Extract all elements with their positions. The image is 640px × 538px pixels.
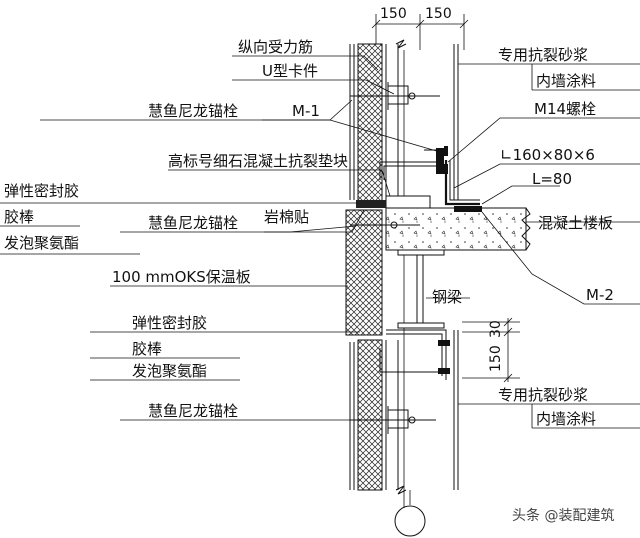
- floor-slab: [356, 148, 531, 329]
- dim-150-right: 150: [425, 6, 452, 22]
- steel-beam-flange-top: [397, 249, 445, 256]
- label-concrete-slab: 混凝土楼板: [538, 214, 613, 232]
- anchors: [350, 82, 450, 434]
- embed-plate-m2: [454, 206, 482, 212]
- label-u-clip: U型卡件: [262, 62, 318, 80]
- side-dimension: 150 30: [462, 317, 520, 383]
- slab-concrete: [385, 207, 527, 251]
- leaders-right: [426, 63, 640, 429]
- label-longitudinal-rebar: 纵向受力筋: [238, 38, 313, 56]
- label-steel-beam: 钢梁: [432, 288, 462, 306]
- label-angle-steel: ∟160×80×6: [500, 146, 595, 164]
- leaders-left: [0, 55, 441, 421]
- rock-wool-strip: [356, 200, 386, 208]
- steel-beam-web: [416, 254, 424, 326]
- label-anchor-top: 慧鱼尼龙锚栓: [148, 102, 238, 120]
- label-rod-bottom: 胶棒: [132, 340, 162, 358]
- label-pu-foam-top: 发泡聚氨酯: [4, 234, 79, 252]
- label-m14-bolt: M14螺栓: [534, 100, 596, 118]
- angle-steel: [444, 160, 480, 206]
- label-mortar-top: 专用抗裂砂浆: [498, 46, 588, 64]
- dim-150-side: 150: [488, 345, 504, 372]
- label-anchor-bottom: 慧鱼尼龙锚栓: [148, 402, 238, 420]
- watermark: 头条 @装配建筑: [512, 507, 614, 524]
- label-oks-board: 100 mmOKS保温板: [112, 268, 251, 286]
- steel-beam-flange-bottom: [397, 322, 445, 329]
- insulation-upper: [357, 43, 383, 205]
- dim-30-side: 30: [488, 320, 504, 338]
- label-anchor-mid: 慧鱼尼龙锚栓: [148, 214, 238, 232]
- label-l80: L=80: [532, 170, 572, 188]
- concrete-pad: [385, 195, 431, 209]
- label-rock-wool: 岩棉贴: [264, 208, 309, 226]
- embed-plate-m1: [436, 148, 444, 174]
- top-dimension: 150 150: [371, 6, 469, 50]
- label-fine-concrete-pad: 高标号细石混凝土抗裂垫块: [168, 152, 348, 170]
- insulation-middle: [345, 209, 383, 336]
- label-coating-bottom: 内墙涂料: [536, 410, 596, 428]
- label-rod-top: 胶棒: [4, 208, 34, 226]
- label-m1: M-1: [292, 102, 320, 120]
- label-mortar-bottom: 专用抗裂砂浆: [498, 386, 588, 404]
- label-m2: M-2: [586, 286, 614, 304]
- label-coating-top: 内墙涂料: [536, 72, 596, 90]
- label-pu-foam-bottom: 发泡聚氨酯: [132, 362, 207, 380]
- insulation-lower: [357, 339, 383, 491]
- label-sealant-top: 弹性密封胶: [4, 182, 79, 200]
- dim-150-left: 150: [380, 6, 407, 22]
- axis-bubble: [394, 505, 426, 537]
- label-sealant-bottom: 弹性密封胶: [132, 314, 207, 332]
